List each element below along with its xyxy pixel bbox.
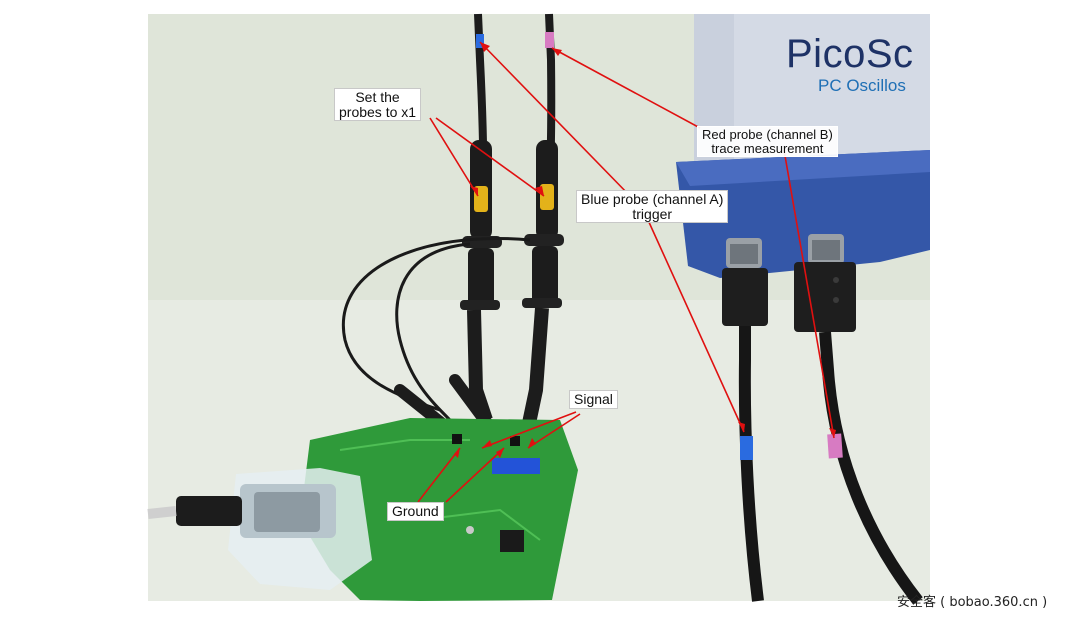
arrow-red-probe-cable <box>783 149 835 439</box>
label-blue-probe-line1: Blue probe (channel A) <box>581 191 724 207</box>
ground-lead-a <box>395 242 471 422</box>
label-blue-probe-line2: trigger <box>632 205 673 222</box>
cable-marker-pink <box>827 433 843 459</box>
ground-lead-b <box>341 237 531 412</box>
arrow-blue-probe-cable <box>647 219 745 433</box>
arrow-setprobes-a <box>429 117 479 197</box>
bnc-connector-b <box>794 234 856 332</box>
bnc-connector-a <box>722 238 768 326</box>
label-signal: Signal <box>569 390 618 409</box>
device-brand-text: PicoSc <box>786 32 914 76</box>
annotation-arrows <box>417 41 835 503</box>
arrow-blue-probe-top <box>479 41 633 199</box>
label-ground: Ground <box>387 502 444 521</box>
usb-adapter <box>147 468 372 590</box>
cable-channel-b <box>819 331 923 605</box>
label-red-probe-line1: Red probe (channel B) <box>702 127 833 142</box>
probe-channel-b <box>521 13 564 430</box>
cable-marker-blue <box>740 436 753 460</box>
label-set-probes: Set the probes to x1 <box>334 88 422 122</box>
arrow-red-probe-top <box>551 47 701 129</box>
label-set-probes-line2: probes to x1 <box>339 103 417 120</box>
label-red-probe: Red probe (channel B) trace measurement <box>697 126 838 158</box>
usb-cable <box>147 506 177 519</box>
arrow-signal-b <box>527 413 581 449</box>
pcb-blue-component <box>492 458 540 474</box>
probe-b-switch <box>540 184 554 210</box>
arrow-setprobes-b <box>435 117 545 197</box>
oscilloscope-device <box>676 14 930 605</box>
arrow-signal-a <box>481 411 577 449</box>
label-ground-text: Ground <box>392 503 439 519</box>
arrow-ground-a <box>417 447 461 503</box>
device-subtitle-text: PC Oscillos <box>818 76 906 95</box>
watermark-text: 安全客 ( bobao.360.cn ) <box>897 595 1048 610</box>
label-blue-probe: Blue probe (channel A) trigger <box>576 190 729 224</box>
label-red-probe-line2: trace measurement <box>711 140 824 156</box>
arrow-ground-b <box>445 447 505 503</box>
usb-plug <box>176 496 242 526</box>
label-signal-text: Signal <box>574 391 613 407</box>
arrow-heads <box>454 42 836 458</box>
cable-channel-a <box>738 326 764 602</box>
label-set-probes-line1: Set the <box>355 89 400 105</box>
